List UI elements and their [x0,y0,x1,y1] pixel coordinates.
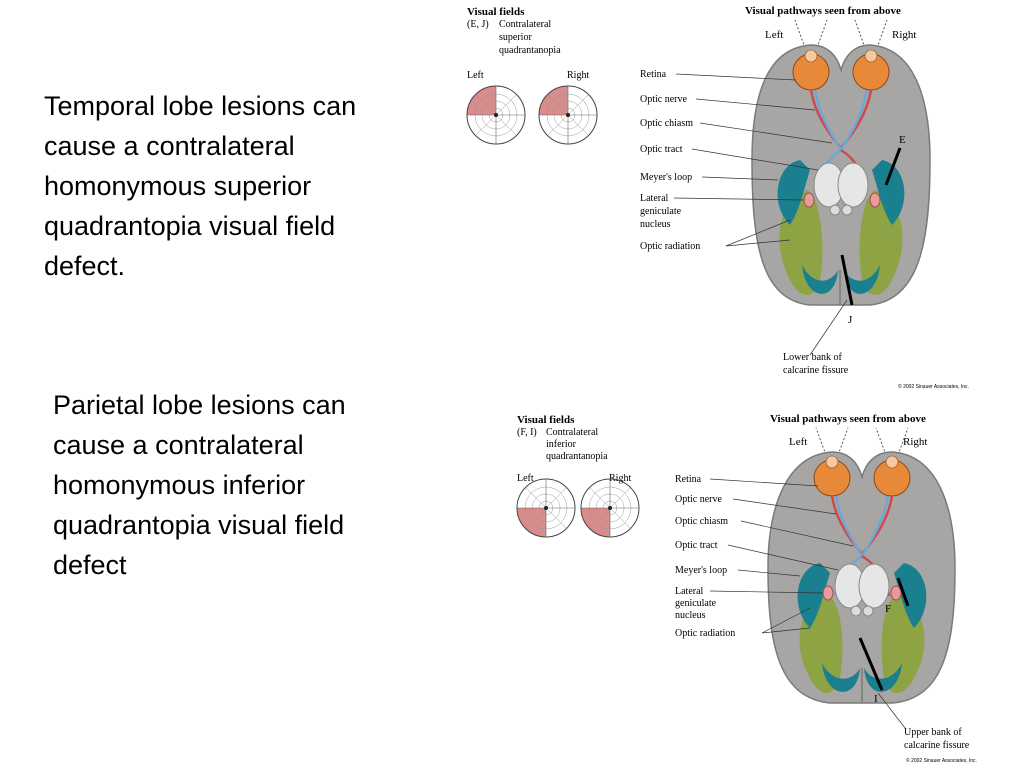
label-nucleus: nucleus [675,610,706,621]
defect-line-3: quadrantanopia [499,45,561,56]
right-field-chart [580,478,640,538]
eye-right-label: Right [892,29,916,41]
pathways-title: Visual pathways seen from above [770,413,926,425]
label-optic-radiation: Optic radiation [675,628,735,639]
lesion-i [858,637,884,691]
bank-line-2: calcarine fissure [783,365,849,376]
defect-line-1: Contralateral [546,427,598,438]
label-optic-chiasm: Optic chiasm [675,516,728,527]
temporal-lobe-text: Temporal lobe lesions can cause a contra… [44,91,357,281]
label-retina: Retina [675,474,702,485]
field-left-label: Left [467,70,484,81]
label-optic-nerve: Optic nerve [640,94,687,105]
pathways-title: Visual pathways seen from above [745,5,901,17]
copyright: © 2002 Sinauer Associates, Inc. [906,757,977,764]
lesion-marker-e: E [899,134,906,146]
label-optic-tract: Optic tract [640,144,683,155]
eye-left-label: Left [789,436,807,448]
left-field-chart [516,478,576,538]
label-meyers-loop: Meyer's loop [675,565,727,576]
label-optic-nerve: Optic nerve [675,494,722,505]
lesion-e [884,147,902,186]
label-retina: Retina [640,69,667,80]
label-optic-chiasm: Optic chiasm [640,118,693,129]
bank-line-1: Upper bank of [904,727,962,738]
lgn-right [869,192,881,208]
left-field-chart [466,85,526,145]
lesion-marker-f: F [885,603,891,615]
label-lateral: Lateral [675,586,704,597]
defect-line-2: inferior [546,439,577,450]
figure-superior-quadrantanopia: Visual fields (E, J) Contralateral super… [460,0,990,392]
copyright: © 2002 Sinauer Associates, Inc. [898,383,969,390]
label-optic-tract: Optic tract [675,540,718,551]
lesion-f [896,577,910,607]
eye-left-label: Left [765,29,783,41]
lgn-right [890,585,902,601]
structure-labels: Retina Optic nerve Optic chiasm Optic tr… [675,474,735,639]
lesion-j [840,254,854,306]
visual-fields-title: Visual fields [517,414,575,426]
label-geniculate: geniculate [640,206,682,217]
label-optic-radiation: Optic radiation [640,241,700,252]
defect-line-3: quadrantanopia [546,451,608,462]
lesion-marker-j: J [848,314,853,326]
lesion-code: (F, I) [517,427,537,438]
lgn-left [803,192,815,208]
field-right-label: Right [567,70,589,81]
figure-inferior-quadrantanopia: Visual fields (F, I) Contralateral infer… [510,408,990,766]
lesion-marker-i: I [874,693,878,705]
eye-right-label: Right [903,436,927,448]
defect-line-1: Contralateral [499,19,551,30]
visual-fields-title: Visual fields [467,6,525,18]
bank-line-1: Lower bank of [783,352,843,363]
field-right-label: Right [609,473,631,484]
lgn-left [822,585,834,601]
bank-line-2: calcarine fissure [904,740,970,751]
field-left-label: Left [517,473,534,484]
label-lateral: Lateral [640,193,669,204]
label-geniculate: geniculate [675,598,717,609]
label-nucleus: nucleus [640,219,671,230]
parietal-lobe-text: Parietal lobe lesions can cause a contra… [53,390,346,580]
defect-line-2: superior [499,32,532,43]
structure-labels: Retina Optic nerve Optic chiasm Optic tr… [640,69,700,252]
lesion-code: (E, J) [467,19,489,30]
right-field-chart [538,85,598,145]
label-meyers-loop: Meyer's loop [640,172,692,183]
